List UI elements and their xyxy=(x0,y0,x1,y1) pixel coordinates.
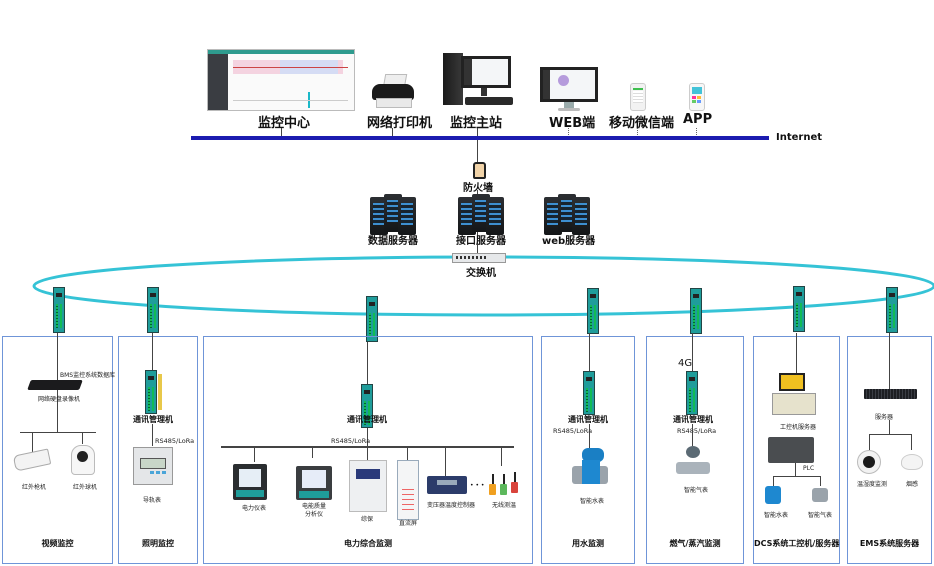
master-station-label: 监控主站 xyxy=(450,116,503,131)
subsystem-water-monitoring: 用水监测 xyxy=(541,336,635,564)
interface-server-label: 接口服务器 xyxy=(456,236,506,247)
water-meter-label: 智能水表 xyxy=(580,498,605,505)
industrial-pc-label: 工控机服务器 xyxy=(780,424,817,431)
subsystem-power-monitoring: 电力综合监测 xyxy=(203,336,533,564)
gateway-icon xyxy=(145,370,157,414)
switch-label: 交换机 xyxy=(466,268,496,279)
gateway-icon xyxy=(886,287,898,333)
more-devices-ellipsis: • • • xyxy=(470,482,485,489)
subsystem-title: 照明监控 xyxy=(142,539,174,548)
bms-database-label: BMS监控系统数据库 xyxy=(60,372,116,379)
gateway-icon xyxy=(53,287,65,333)
smoke-detector-icon xyxy=(901,454,923,470)
power-quality-analyzer-icon xyxy=(296,466,332,500)
bus-label: RS485/LoRa xyxy=(553,427,593,435)
water-meter-icon xyxy=(572,448,608,488)
dome-camera-label: 红外球机 xyxy=(73,484,98,491)
water-meter-label: 智能水表 xyxy=(764,512,789,519)
desktop-computer-icon xyxy=(443,53,515,109)
gateway-label: 通讯管理机 xyxy=(568,415,608,424)
gateway-icon xyxy=(587,288,599,334)
bus-label: RS485/LoRa xyxy=(155,437,195,445)
transformer-temp-controller-icon xyxy=(427,476,467,494)
plc-label: PLC xyxy=(803,465,815,472)
internet-label: Internet xyxy=(776,132,823,143)
firewall-icon xyxy=(473,162,486,179)
nvr-icon xyxy=(27,380,83,390)
nvr-label: 网络硬盘录像机 xyxy=(38,396,81,403)
gateway-icon xyxy=(793,286,805,332)
gateway-label: 通讯管理机 xyxy=(347,415,387,424)
gas-meter-icon xyxy=(676,446,710,480)
gateway-icon xyxy=(361,384,373,428)
subsystem-title: 电力综合监测 xyxy=(344,539,392,548)
mobile-wechat-icon xyxy=(630,83,646,111)
firewall-label: 防火墙 xyxy=(463,183,493,194)
server-label: 服务器 xyxy=(875,414,894,421)
subsystem-title: DCS系统工控机/服务器 xyxy=(754,539,840,548)
din-rail-meter-icon xyxy=(133,447,173,485)
plc-icon xyxy=(768,437,814,463)
subsystem-title: 用水监测 xyxy=(572,539,604,548)
gateway-icon xyxy=(583,371,595,415)
internet-bus xyxy=(191,136,769,140)
gateway-label: 通讯管理机 xyxy=(133,415,173,424)
bus-label: RS485/LoRa xyxy=(677,427,717,435)
dome-camera-icon xyxy=(71,445,95,475)
gateway-icon xyxy=(690,288,702,334)
web-monitor-icon xyxy=(540,67,598,113)
printer-icon xyxy=(372,74,414,108)
mobile-app-icon xyxy=(689,83,705,111)
power-quality-analyzer-label: 电能质量 分析仪 xyxy=(302,503,327,518)
web-server-label: web服务器 xyxy=(542,236,596,247)
gateway-icon xyxy=(366,296,378,342)
wireless-temp-sensor-label: 无线测温 xyxy=(492,502,517,509)
temp-humidity-sensor-label: 温湿度监测 xyxy=(857,481,888,488)
subsystem-title: 视频监控 xyxy=(41,539,74,548)
web-client-label: WEB端 xyxy=(549,116,596,131)
protection-relay-icon xyxy=(349,460,387,512)
smoke-detector-label: 烟感 xyxy=(906,481,919,488)
mobile-wechat-label: 移动微信端 xyxy=(609,116,675,131)
data-server-label: 数据服务器 xyxy=(368,236,418,247)
dc-panel-icon xyxy=(397,460,419,520)
bullet-camera-label: 红外枪机 xyxy=(22,484,47,491)
app-label: APP xyxy=(683,112,713,127)
subsystem-title: 燃气/蒸汽监测 xyxy=(669,539,721,548)
gas-meter-label: 智能气表 xyxy=(684,487,709,494)
subsystem-gas-steam-monitoring: 燃气/蒸汽监测 xyxy=(646,336,744,564)
bus-label: RS485/LoRa xyxy=(331,437,371,445)
network-printer-label: 网络打印机 xyxy=(367,116,433,131)
monitoring-center-screen-icon xyxy=(207,49,355,111)
uplink-4g-label: 4G xyxy=(678,358,693,369)
water-meter-icon xyxy=(765,486,781,504)
dc-panel-label: 直流屏 xyxy=(399,520,418,527)
gateway-icon xyxy=(686,371,698,415)
industrial-pc-icon xyxy=(779,373,805,391)
gateway-label: 通讯管理机 xyxy=(673,415,713,424)
power-meter-icon xyxy=(233,464,267,500)
din-rail-meter-label: 导轨表 xyxy=(143,497,162,504)
gas-meter-label: 智能气表 xyxy=(808,512,833,519)
subsystem-title: EMS系统服务器 xyxy=(859,539,920,548)
protection-relay-label: 综保 xyxy=(361,516,374,523)
gateway-icon xyxy=(147,287,159,333)
monitoring-center-label: 监控中心 xyxy=(258,116,311,131)
network-switch-icon xyxy=(452,253,506,263)
subsystem-lighting: 照明监控 xyxy=(118,336,198,564)
rack-server-icon xyxy=(864,389,917,399)
gas-meter-icon xyxy=(812,488,828,502)
transformer-temp-controller-label: 变压器温度控制器 xyxy=(427,502,476,509)
power-meter-label: 电力仪表 xyxy=(242,505,267,512)
temp-humidity-sensor-icon xyxy=(857,450,881,474)
